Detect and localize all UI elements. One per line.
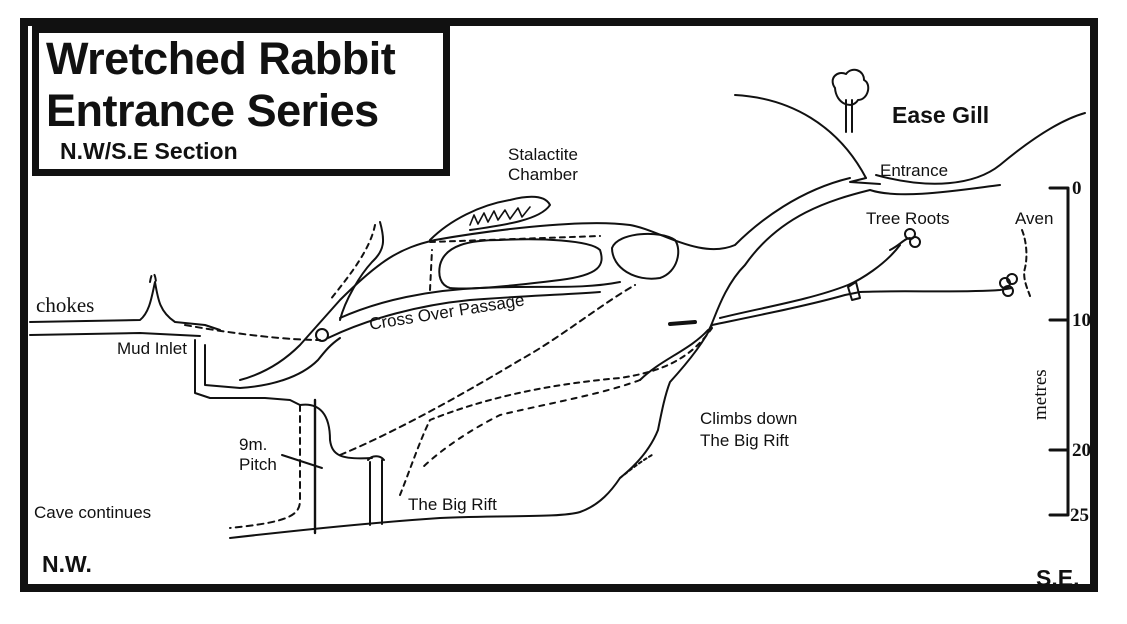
- label-pitch-1: 9m.: [239, 435, 268, 454]
- scale-tick-10: 10: [1072, 310, 1091, 331]
- scale-unit-label: metres: [1030, 369, 1051, 420]
- scale-tick-20: 20: [1072, 440, 1091, 461]
- scale-tick-0: 0: [1072, 178, 1082, 199]
- title-box: [32, 26, 450, 176]
- cross-over-passage: [339, 281, 621, 319]
- subtitle: N.W/S.E Section: [60, 138, 238, 164]
- title-line-2: Entrance Series: [46, 85, 379, 136]
- mud-inlet-wall: [194, 339, 373, 460]
- label-big-rift: The Big Rift: [408, 495, 497, 514]
- label-cave-continues: Cave continues: [34, 503, 152, 522]
- label-stalactite-2: Chamber: [508, 165, 578, 184]
- label-mud-inlet: Mud Inlet: [117, 339, 187, 358]
- label-aven: Aven: [1015, 209, 1054, 228]
- big-rift-column: [369, 459, 383, 526]
- depth-scale-bar: [1048, 186, 1070, 517]
- title-line-1: Wretched Rabbit: [46, 33, 396, 84]
- chokes-passage: [29, 281, 221, 331]
- entrance-shaft: [849, 177, 881, 185]
- label-entrance: Entrance: [880, 161, 949, 180]
- aven-line: [1021, 229, 1031, 297]
- oxbow-left: [438, 238, 603, 290]
- main-passage-floor: [639, 184, 1001, 381]
- main-passage-roof: [239, 177, 851, 381]
- label-climbs-1: Climbs down: [700, 409, 798, 428]
- diagram-frame: [20, 18, 1098, 592]
- label-ease-gill: Ease Gill: [892, 102, 990, 128]
- orientation-nw: N.W.: [42, 551, 92, 577]
- label-tree-roots: Tree Roots: [866, 209, 950, 228]
- orientation-se: S.E.: [1036, 565, 1080, 591]
- big-rift-floor: [229, 324, 713, 539]
- tree-icon: [831, 68, 870, 133]
- surface-hillside: [734, 94, 867, 179]
- oxbow-right: [611, 232, 680, 280]
- label-pitch-2: Pitch: [239, 455, 277, 474]
- label-chokes: chokes: [36, 293, 95, 317]
- stalactite-chamber: [429, 195, 551, 241]
- label-stalactite-1: Stalactite: [508, 145, 578, 164]
- surface-ground: [875, 112, 1086, 185]
- label-climbs-2: The Big Rift: [700, 431, 789, 450]
- scale-tick-25: 25: [1070, 505, 1089, 526]
- tree-roots-passage: [711, 287, 1013, 326]
